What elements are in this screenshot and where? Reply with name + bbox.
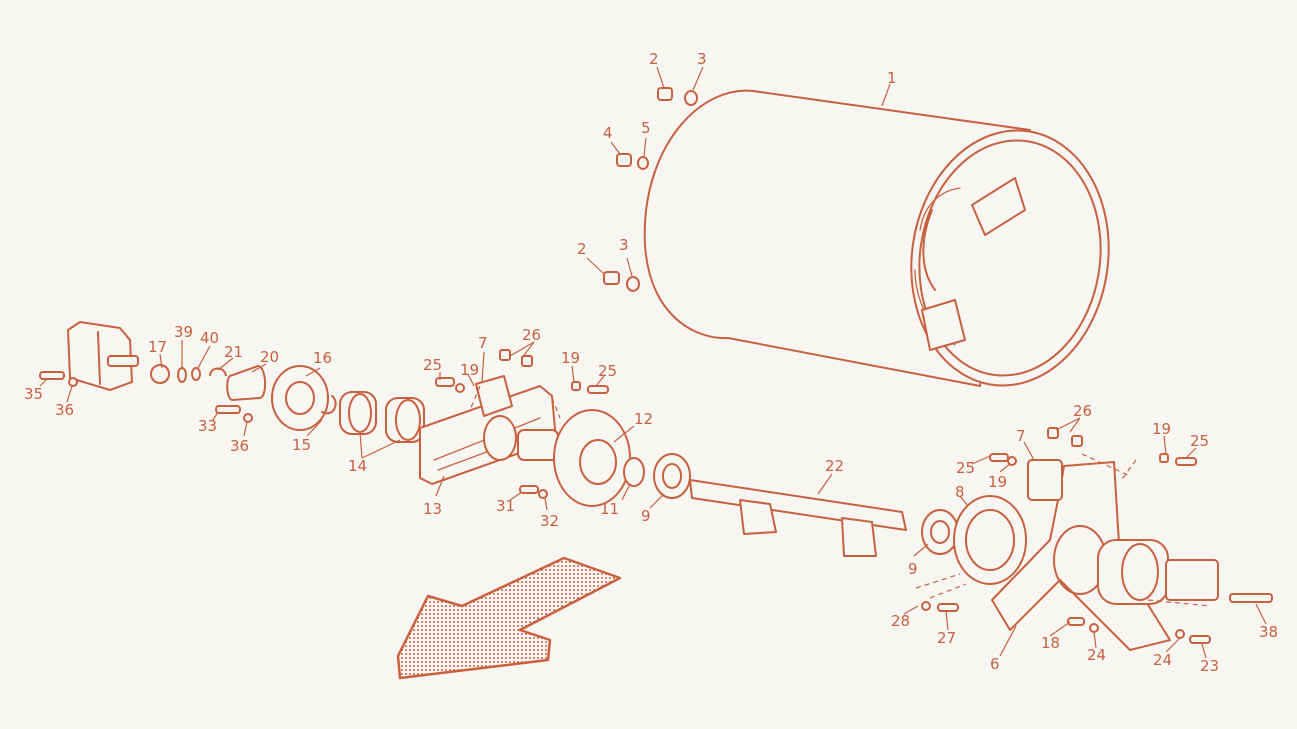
part-label: 33 (198, 417, 217, 435)
hydraulic-motor (67, 321, 266, 401)
part-label: 36 (230, 437, 249, 455)
part-label: 9 (641, 507, 651, 525)
part-label: 39 (174, 323, 193, 341)
part-label: 25 (1190, 432, 1209, 450)
flange-and-bearings (271, 365, 425, 443)
fasteners (39, 349, 1211, 644)
shaft (689, 479, 959, 557)
part-label: 32 (540, 512, 559, 530)
part-label: 28 (891, 612, 910, 630)
part-labels: 1 2 3 4 5 2 3 39 40 17 21 20 16 35 36 33… (24, 50, 1278, 675)
part-label: 19 (561, 349, 580, 367)
part-label: 24 (1087, 646, 1106, 664)
part-label: 22 (825, 457, 844, 475)
part-label: 25 (956, 459, 975, 477)
part-label: 31 (496, 497, 515, 515)
direction-arrow (396, 556, 622, 680)
part-label: 18 (1041, 634, 1060, 652)
part-label: 11 (600, 500, 619, 518)
part-label: 26 (1073, 402, 1092, 420)
part-label: 2 (577, 240, 587, 258)
part-label: 13 (423, 500, 442, 518)
hub (517, 409, 691, 507)
part-label: 27 (937, 629, 956, 647)
part-label: 35 (24, 385, 43, 403)
part-label: 26 (522, 326, 541, 344)
part-label: 25 (598, 362, 617, 380)
part-label: 16 (313, 349, 332, 367)
part-label: 36 (55, 401, 74, 419)
part-label: 3 (697, 50, 707, 68)
part-label: 25 (423, 356, 442, 374)
part-label: 19 (988, 473, 1007, 491)
part-label: 17 (148, 338, 167, 356)
part-label: 20 (260, 348, 279, 366)
part-label: 8 (955, 483, 965, 501)
drum (643, 89, 1110, 387)
right-assembly (953, 459, 1273, 651)
nuts-top (603, 87, 698, 292)
part-label: 7 (478, 334, 488, 352)
part-label: 23 (1200, 657, 1219, 675)
part-label: 15 (292, 436, 311, 454)
part-label: 38 (1259, 623, 1278, 641)
part-label: 1 (887, 69, 897, 87)
part-label: 12 (634, 410, 653, 428)
part-label: 9 (908, 560, 918, 578)
part-label: 2 (649, 50, 659, 68)
part-label: 5 (641, 119, 651, 137)
part-label: 24 (1153, 651, 1172, 669)
support-plate (419, 375, 557, 485)
part-label: 6 (990, 655, 1000, 673)
part-label: 14 (348, 457, 367, 475)
part-label: 19 (460, 361, 479, 379)
part-label: 21 (224, 343, 243, 361)
part-label: 19 (1152, 420, 1171, 438)
leader-lines (39, 66, 1267, 659)
part-label: 4 (603, 124, 613, 142)
part-label: 3 (619, 236, 629, 254)
part-label: 40 (200, 329, 219, 347)
part-label: 7 (1016, 427, 1026, 445)
